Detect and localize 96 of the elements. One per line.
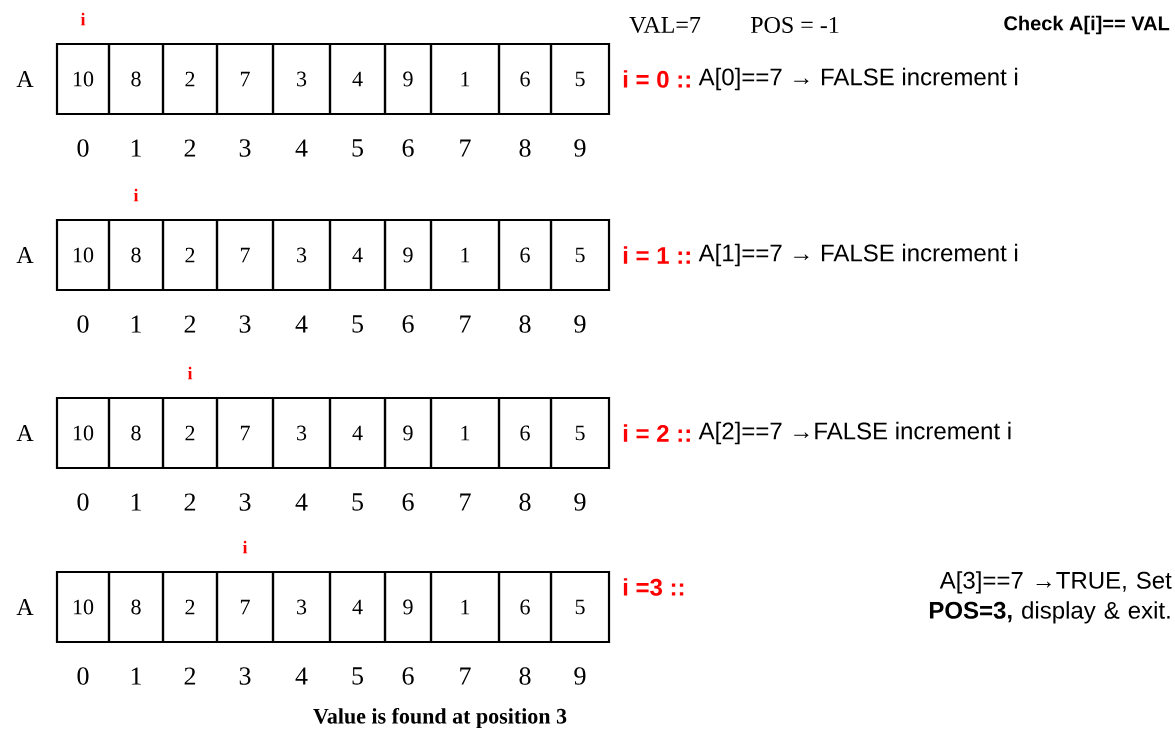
index-number: 3 <box>239 139 251 157</box>
index-number: 6 <box>402 667 414 685</box>
array-cell: 8 <box>107 570 165 644</box>
array-cell: 5 <box>549 42 611 116</box>
index-number: 9 <box>574 315 586 333</box>
array-name: A <box>16 247 34 263</box>
array-name: A <box>16 71 34 87</box>
index-number: 1 <box>131 493 141 511</box>
pointer-marker: i <box>80 12 86 26</box>
index-number: 7 <box>460 139 471 157</box>
array-cell: 1 <box>429 42 501 116</box>
array-cell: 6 <box>497 42 553 116</box>
array-cell: 5 <box>549 396 611 470</box>
array-cell: 2 <box>161 42 219 116</box>
index-number: 4 <box>295 493 308 511</box>
index-number: 9 <box>574 139 586 157</box>
array-cell: 3 <box>271 218 332 292</box>
index-number: 4 <box>295 667 308 685</box>
index-number: 9 <box>574 667 586 685</box>
index-number: 7 <box>460 315 471 333</box>
index-number: 3 <box>239 315 251 333</box>
array-cell: 9 <box>383 396 433 470</box>
array-cell: 4 <box>328 218 387 292</box>
step-text: A[2]==7 →FALSE increment i <box>698 421 1011 445</box>
array-cell: 2 <box>161 396 219 470</box>
step-text: A[1]==7 → FALSE increment i <box>698 243 1018 267</box>
array-name: A <box>16 425 34 441</box>
index-number: 0 <box>77 493 89 511</box>
index-number: 6 <box>402 493 414 511</box>
array-cell: 4 <box>328 396 387 470</box>
pointer-marker: i <box>187 366 193 380</box>
array-cell: 1 <box>429 570 501 644</box>
array-cell: 1 <box>429 396 501 470</box>
index-number: 5 <box>352 667 363 685</box>
array-name: A <box>16 599 34 615</box>
step-text: A[0]==7 → FALSE increment i <box>698 67 1018 91</box>
index-number: 6 <box>402 139 414 157</box>
array-cell: 4 <box>328 570 387 644</box>
array-cell: 9 <box>383 42 433 116</box>
array-cell: 3 <box>271 396 332 470</box>
array-cell: 7 <box>215 396 275 470</box>
array-cell: 2 <box>161 218 219 292</box>
array-cell: 4 <box>328 42 387 116</box>
pointer-marker: i <box>133 188 139 202</box>
array-cell: 7 <box>215 218 275 292</box>
array-cell: 3 <box>271 570 332 644</box>
index-number: 7 <box>460 667 471 685</box>
index-number: 0 <box>77 139 89 157</box>
condition-text: Check A[i]== VAL <box>1004 15 1170 35</box>
variable-text: POS = -1 <box>750 16 839 34</box>
array-cell: 8 <box>107 218 165 292</box>
index-number: 8 <box>519 493 531 511</box>
caption: Value is found at position 3 <box>313 707 567 729</box>
index-number: 8 <box>519 667 531 685</box>
array-cell: 10 <box>55 42 111 116</box>
array-cell: 10 <box>55 570 111 644</box>
pointer-marker: i <box>242 540 248 554</box>
array-cell: 8 <box>107 396 165 470</box>
array-cell: 6 <box>497 570 553 644</box>
variable-text: VAL=7 <box>629 16 701 34</box>
array-cell: 10 <box>55 218 111 292</box>
index-number: 1 <box>131 667 141 685</box>
index-number: 0 <box>77 667 89 685</box>
index-number: 4 <box>295 139 308 157</box>
index-number: 4 <box>295 315 308 333</box>
array-cell: 3 <box>271 42 332 116</box>
array-cell: 10 <box>55 396 111 470</box>
index-number: 6 <box>402 315 414 333</box>
index-number: 2 <box>184 315 196 333</box>
array-cell: 1 <box>429 218 501 292</box>
index-number: 3 <box>239 667 251 685</box>
index-number: 2 <box>184 139 196 157</box>
index-number: 8 <box>519 139 531 157</box>
array-cell: 8 <box>107 42 165 116</box>
index-number: 7 <box>460 493 471 511</box>
step-text: A[3]==7 →TRUE, Set POS=3, display & exit. <box>929 571 1172 624</box>
index-number: 8 <box>519 315 531 333</box>
index-number: 5 <box>352 139 363 157</box>
index-number: 2 <box>184 493 196 511</box>
index-number: 2 <box>184 667 196 685</box>
array-cell: 2 <box>161 570 219 644</box>
index-number: 5 <box>352 493 363 511</box>
array-cell: 5 <box>549 218 611 292</box>
array-cell: 5 <box>549 570 611 644</box>
index-number: 1 <box>131 315 141 333</box>
array-cell: 7 <box>215 42 275 116</box>
array-cell: 6 <box>497 218 553 292</box>
index-number: 9 <box>574 493 586 511</box>
array-cell: 7 <box>215 570 275 644</box>
array-cell: 9 <box>383 570 433 644</box>
index-number: 3 <box>239 493 251 511</box>
array-cell: 9 <box>383 218 433 292</box>
array-cell: 6 <box>497 396 553 470</box>
index-number: 1 <box>131 139 141 157</box>
index-number: 5 <box>352 315 363 333</box>
index-number: 0 <box>77 315 89 333</box>
